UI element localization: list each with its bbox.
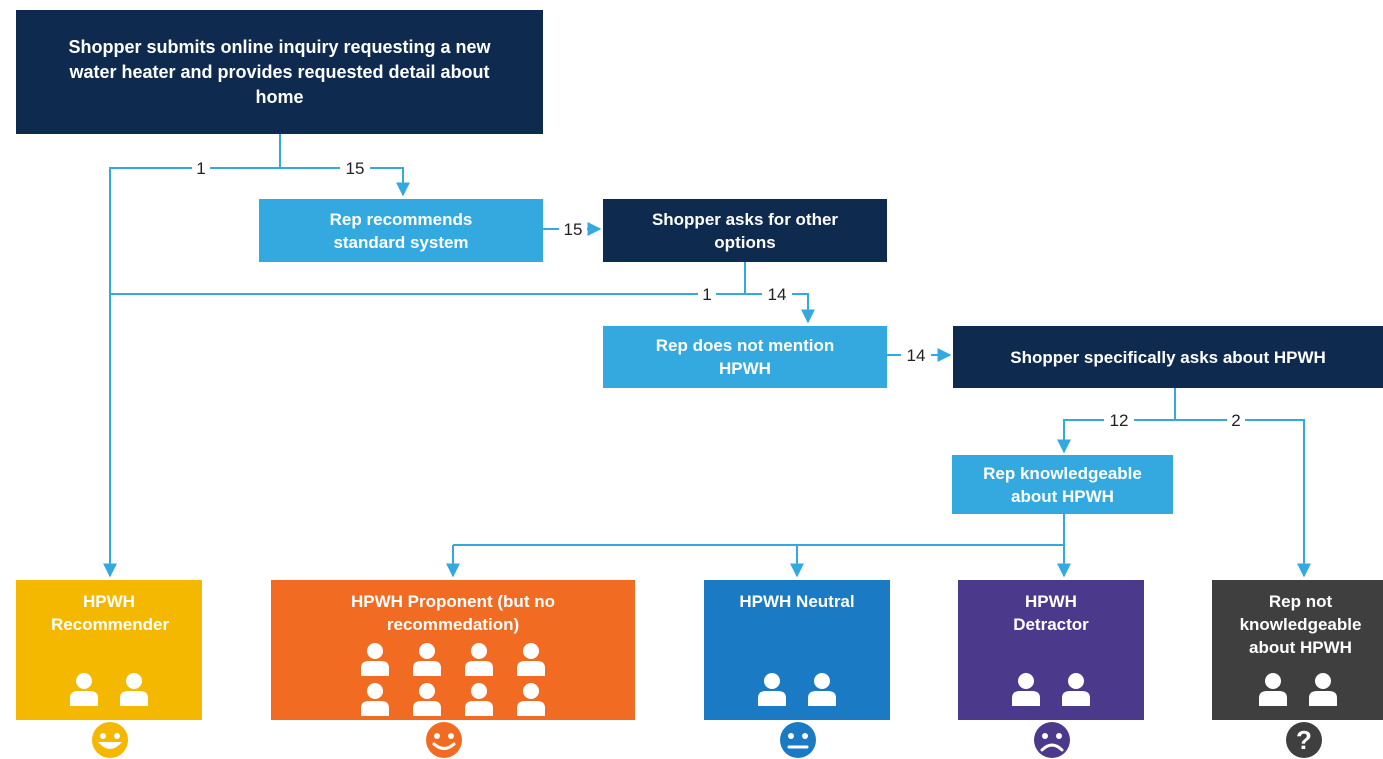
step-rep-knowledgeable: Rep knowledgeable about HPWH [952,455,1173,514]
count-no-mention-to-asks-hpwh: 14 [907,346,926,365]
step-inquiry: Shopper submits online inquiry requestin… [16,10,543,134]
outcome-proponent-label: HPWH Proponent (but no recommedation) [351,592,555,634]
person-icon [412,642,442,682]
sad-face-icon [1034,722,1070,758]
person-icon [69,672,99,712]
step-rep-no-mention: Rep does not mention HPWH [603,326,887,388]
question-glyph: ? [1296,725,1312,755]
outcome-not-knowledgeable: Rep not knowledgeable about HPWH [1212,580,1383,720]
question-face-icon: ? [1286,722,1322,758]
outcome-proponent: HPWH Proponent (but no recommedation) [271,580,635,720]
step-rep-standard-text: Rep recommends standard system [329,209,473,252]
person-icon [516,682,546,722]
outcome-not-knowledgeable-label: Rep not knowledgeable about HPWH [1239,592,1362,657]
person-icon [412,682,442,722]
outcome-detractor: HPWH Detractor [958,580,1144,720]
count-inquiry-to-standard: 15 [346,159,365,178]
count-asks-other-to-recommender: 1 [702,285,711,304]
step-rep-no-mention-text: Rep does not mention HPWH [655,336,835,378]
count-asks-other-to-no-mention: 14 [768,285,787,304]
outcome-recommender-label: HPWH Recommender [51,592,170,634]
step-asks-other: Shopper asks for other options [603,199,887,262]
person-icon [1308,672,1338,712]
outcome-neutral: HPWH Neutral [704,580,890,720]
step-asks-other-text: Shopper asks for other options [651,209,839,252]
person-icon [464,682,494,722]
outcome-recommender: HPWH Recommender [16,580,202,720]
step-asks-hpwh-text: Shopper specifically asks about HPWH [1010,347,1326,367]
smile-face-icon [426,722,462,758]
person-icon [1061,672,1091,712]
person-icon [807,672,837,712]
step-inquiry-text: Shopper submits online inquiry requestin… [68,36,491,107]
count-standard-to-asks-other: 15 [564,220,583,239]
neutral-face-icon [780,722,816,758]
outcome-neutral-label: HPWH Neutral [739,592,855,611]
person-icon [516,642,546,682]
person-icon [1011,672,1041,712]
step-asks-hpwh: Shopper specifically asks about HPWH [953,326,1383,388]
outcome-detractor-label: HPWH Detractor [1013,592,1089,634]
person-icon [757,672,787,712]
count-asks-hpwh-to-not-knowledgeable: 2 [1231,411,1240,430]
person-icon [360,642,390,682]
count-inquiry-to-recommender: 1 [196,159,205,178]
person-icon [1258,672,1288,712]
count-asks-hpwh-to-knowledgeable: 12 [1110,411,1129,430]
step-rep-knowledgeable-text: Rep knowledgeable about HPWH [983,463,1142,506]
step-rep-standard: Rep recommends standard system [259,199,543,262]
happy-face-icon [92,722,128,758]
person-icon [360,682,390,722]
person-icon [119,672,149,712]
person-icon [464,642,494,682]
